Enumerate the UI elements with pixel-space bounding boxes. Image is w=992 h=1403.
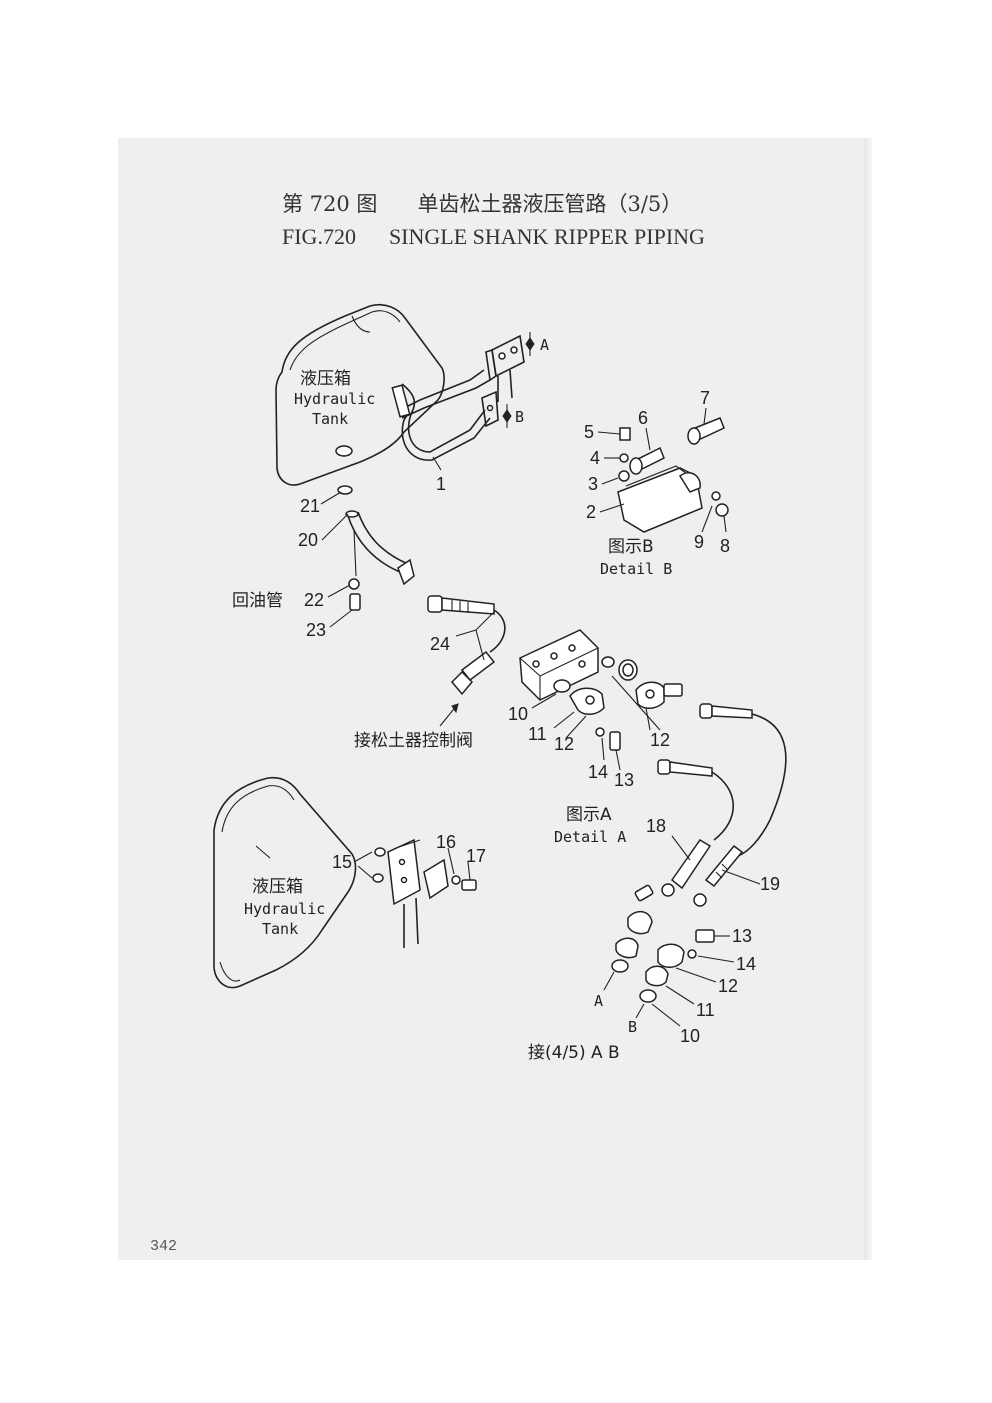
callout-20: 20 [298,530,318,550]
svg-text:液压箱: 液压箱 [300,369,351,389]
callout-9: 9 [694,532,704,552]
callout-17: 17 [466,846,486,866]
marker-B-top [502,404,512,428]
pipe-1 [391,334,525,471]
svg-text:液压箱: 液压箱 [252,877,303,897]
detail-a-valve-flange [519,629,683,771]
return-pipe-label: 回油管 [232,591,283,611]
callout-21: 21 [300,496,320,516]
tank-label-upper: 液压箱 Hydraulic Tank [294,369,375,428]
scanned-page [118,138,870,1260]
tank-label-lower: 液压箱 Hydraulic Tank [244,877,325,938]
marker-A-top [525,332,535,356]
figure-title-chinese: 第 720 图 单齿松土器液压管路（3/5） [282,192,683,216]
callout-12-detail-a-right: 12 [650,730,670,750]
detail-a-label-en: Detail A [554,828,626,846]
detail-a-label-cn: 图示A [566,805,612,825]
callout-23: 23 [306,620,326,640]
callout-13-detail-a: 13 [614,770,634,790]
callout-6: 6 [638,408,648,428]
arrow-to-ripper-valve [439,703,459,727]
callout-19: 19 [760,874,780,894]
callout-8: 8 [720,536,730,556]
ref-B-top: B [515,408,524,426]
callout-18: 18 [646,816,666,836]
callout-12-lower: 12 [718,976,738,996]
callout-3: 3 [588,474,598,494]
callout-14-detail-a: 14 [588,762,608,782]
svg-text:Tank: Tank [312,410,348,428]
svg-text:Tank: Tank [262,920,298,938]
connect-ripper-valve-label: 接松土器控制阀 [354,731,473,751]
callout-24: 24 [430,634,450,654]
callout-11-detail-a: 11 [528,724,547,744]
callout-2: 2 [586,502,596,522]
callout-10-lower: 10 [680,1026,700,1046]
hose-19 [693,703,787,907]
callout-5: 5 [584,422,594,442]
callout-22: 22 [304,590,324,610]
lower-flange-assembly [603,884,735,1027]
page-edge-shadow [864,138,872,1260]
page-number: 342 [150,1238,178,1255]
detail-b-bracket [597,407,729,533]
svg-text:Hydraulic: Hydraulic [294,390,375,408]
hydraulic-tank-lower [213,776,357,989]
ref-B-bottom: B [628,1018,637,1036]
callout-13-lower: 13 [732,926,752,946]
hydraulic-tank-upper [275,303,445,486]
callout-7: 7 [700,388,710,408]
lower-valve-port [353,838,477,948]
hose-24 [427,595,506,696]
callout-16: 16 [436,832,456,852]
return-pipe-assembly [320,485,415,628]
detail-b-label-cn: 图示B [608,537,654,557]
ref-A-bottom: A [594,992,603,1010]
ref-A-top: A [540,336,549,354]
detail-b-label-en: Detail B [600,560,672,578]
connect-45-label: 接(4/5) A B [528,1043,620,1063]
callout-10-detail-a: 10 [508,704,528,724]
callout-1: 1 [436,474,446,494]
callout-12-detail-a-left: 12 [554,734,574,754]
figure-title-english: FIG.720 SINGLE SHANK RIPPER PIPING [282,224,705,249]
callout-15: 15 [332,852,352,872]
callout-11-lower: 11 [696,1000,715,1020]
callout-4: 4 [590,448,600,468]
callout-14-lower: 14 [736,954,756,974]
hose-18 [657,759,735,897]
svg-text:Hydraulic: Hydraulic [244,900,325,918]
